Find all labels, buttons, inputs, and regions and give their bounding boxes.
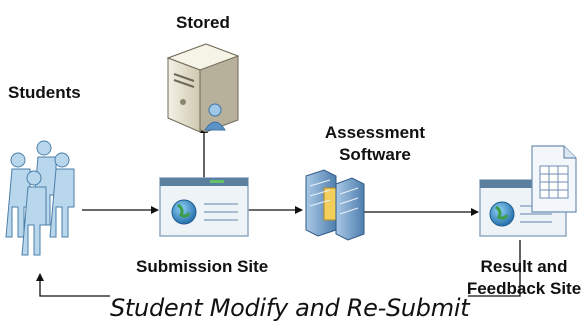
loop-caption: Student Modify and Re-Submit bbox=[110, 294, 470, 322]
assessment-label-line-2: Software bbox=[339, 145, 411, 165]
stored-label: Stored bbox=[176, 13, 230, 32]
students-label: Students bbox=[8, 83, 81, 102]
assessment-label-line-1: Assessment bbox=[324, 123, 426, 142]
result-feedback-site-label: Result and Feedback Site bbox=[464, 256, 584, 300]
loop-back-path bbox=[36, 240, 521, 297]
submission-site-label: Submission Site bbox=[136, 257, 269, 276]
assessment-software-label: Assessment Software bbox=[320, 122, 430, 166]
server-tower-user-icon bbox=[166, 43, 240, 133]
web-page-spreadsheet-icon bbox=[479, 145, 577, 237]
people-group-icon bbox=[5, 140, 75, 256]
server-rack-folder-icon bbox=[305, 169, 365, 241]
result-label-line-1: Result and bbox=[480, 257, 568, 276]
result-label-line-2: Feedback Site bbox=[466, 279, 582, 299]
connectors bbox=[36, 125, 521, 297]
web-page-globe-icon bbox=[159, 177, 249, 237]
